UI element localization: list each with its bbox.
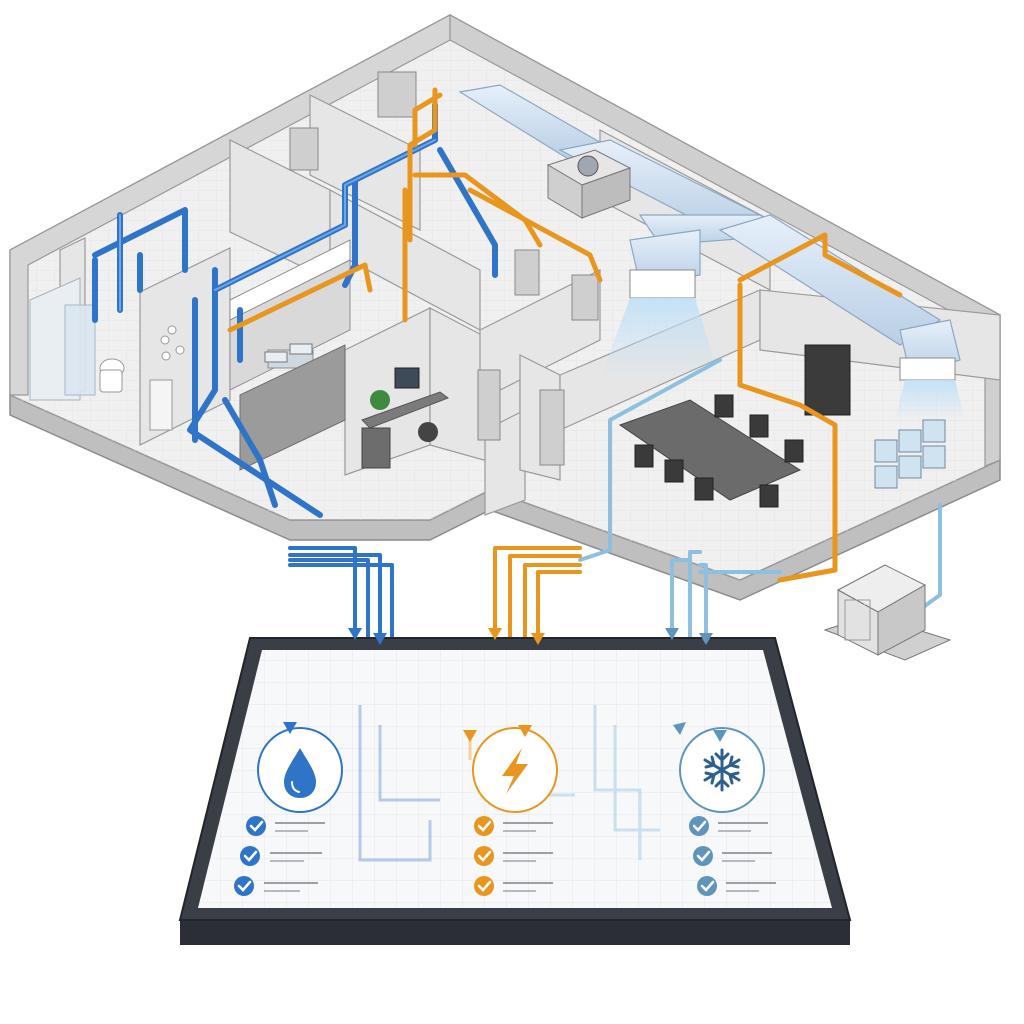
check-item: [474, 846, 553, 866]
tablet-frame-side: [180, 920, 850, 945]
check-item: [246, 816, 325, 836]
check-item: [697, 876, 776, 896]
outdoor-condenser-unit: [823, 564, 952, 661]
building-cutaway: [9, 13, 1001, 661]
flow-arrows: [283, 628, 727, 742]
electric-checklist: [474, 816, 553, 896]
control-panel: [804, 344, 851, 416]
check-circle-icon: [474, 876, 494, 896]
potted-plant: [370, 390, 390, 410]
snowflake-icon: [703, 748, 741, 792]
conference-table: [618, 399, 802, 501]
check-circle-icon: [240, 846, 260, 866]
check-item: [240, 846, 322, 866]
office-chair: [418, 422, 438, 442]
hvac-checklist: [689, 816, 776, 896]
office-desk: [361, 367, 450, 469]
shower-enclosure: [64, 304, 96, 396]
conference-room: [618, 344, 946, 508]
check-circle-icon: [246, 816, 266, 836]
window: [874, 419, 946, 489]
check-circle-icon: [697, 876, 717, 896]
kitchen: [229, 239, 351, 471]
electrical-conduits: [227, 87, 903, 583]
doors: [289, 71, 599, 466]
water-checklist: [234, 816, 325, 896]
check-circle-icon: [474, 846, 494, 866]
check-item: [693, 846, 772, 866]
check-circle-icon: [474, 816, 494, 836]
diffusers: [600, 269, 965, 420]
electric-status-column: [472, 727, 558, 896]
check-item: [689, 816, 768, 836]
check-item: [234, 876, 318, 896]
hvac-status-column: [679, 727, 776, 896]
bathroom: [29, 277, 185, 431]
check-circle-icon: [234, 876, 254, 896]
check-circle-icon: [689, 816, 709, 836]
lightning-bolt-icon: [502, 748, 528, 794]
computer-monitor: [394, 367, 420, 389]
sink: [264, 351, 288, 363]
check-circle-icon: [693, 846, 713, 866]
tablet-dashboard: [178, 628, 852, 945]
check-item: [474, 876, 553, 896]
water-status-column: [234, 727, 343, 896]
water-pipes-highlight: [119, 139, 436, 311]
check-item: [474, 816, 553, 836]
rooftop-ac-unit: [546, 149, 632, 219]
